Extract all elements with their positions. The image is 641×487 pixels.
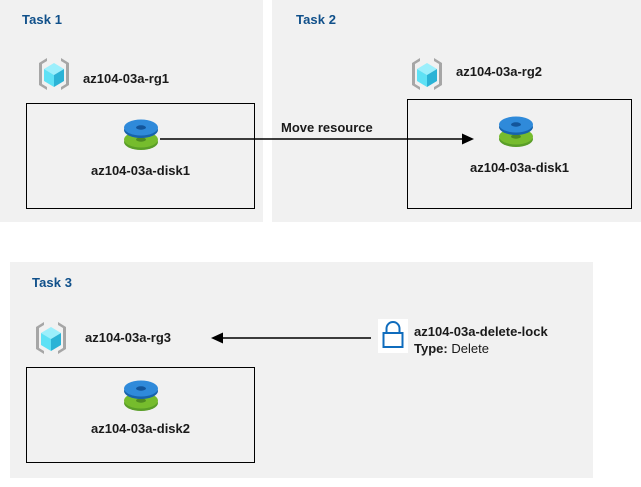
task-3-panel (10, 262, 593, 478)
resource-group-icon (36, 56, 72, 92)
task-3-resource-box (26, 367, 255, 463)
task-2-title: Task 2 (296, 12, 337, 27)
delete-lock-type-key: Type: (414, 341, 448, 356)
task-2-resource-box (407, 99, 632, 209)
task-1-panel (0, 0, 263, 222)
padlock-icon (378, 319, 408, 353)
task-1-title: Task 1 (22, 12, 63, 27)
task-1-resource-label: az104-03a-disk1 (90, 163, 190, 178)
task-3-title: Task 3 (32, 275, 73, 290)
task-1-resource-box (26, 103, 255, 209)
move-resource-label: Move resource (281, 120, 373, 135)
resource-group-icon (33, 320, 69, 356)
delete-lock-label: az104-03a-delete-lock (414, 324, 548, 339)
managed-disk-icon (119, 374, 163, 418)
task-3-resource-group-label: az104-03a-rg3 (85, 330, 171, 345)
task-2-resource-label: az104-03a-disk1 (469, 160, 569, 175)
resource-group-icon (409, 56, 445, 92)
managed-disk-icon (119, 113, 163, 157)
delete-lock-type-value: Delete (451, 341, 489, 356)
task-2-resource-group-label: az104-03a-rg2 (456, 64, 542, 79)
task-3-resource-label: az104-03a-disk2 (90, 421, 190, 436)
task-1-resource-group-label: az104-03a-rg1 (83, 71, 169, 86)
delete-lock-type: Type: Delete (414, 341, 489, 356)
task-2-panel (272, 0, 641, 222)
managed-disk-icon (494, 110, 538, 154)
